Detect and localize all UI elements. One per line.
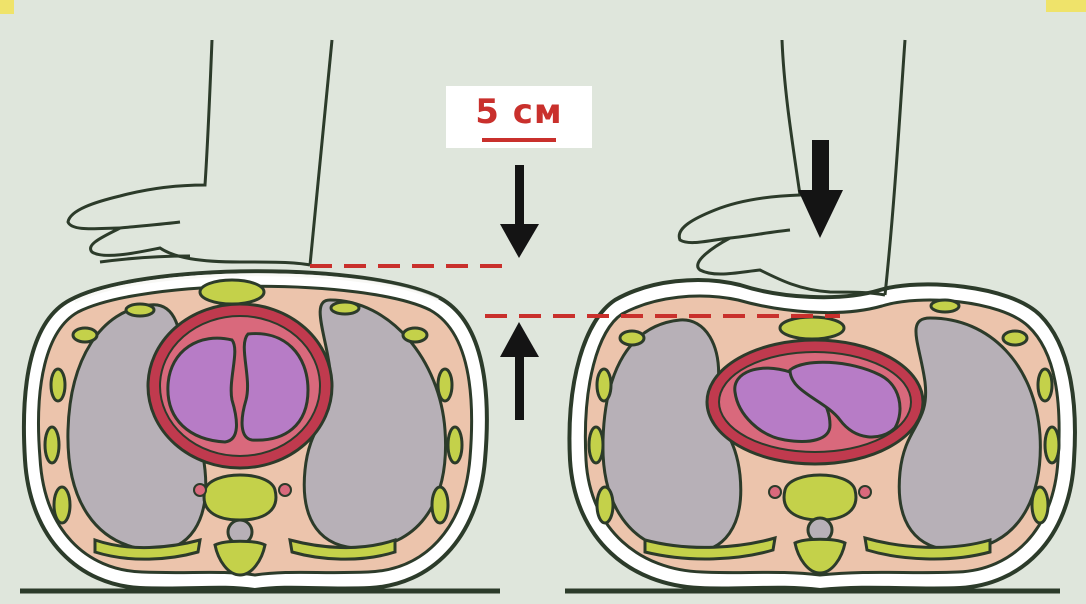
arrow-up-icon [500,322,539,420]
distance-label-underline [482,138,556,142]
chest-at-rest-panel [20,40,500,591]
sternum [200,280,264,304]
arrow-down-icon [500,165,539,258]
hand-icon [679,40,905,295]
distance-label: 5 см [446,92,592,132]
sternum [780,317,844,339]
distance-label-box: 5 см [446,86,592,148]
hand-icon [68,40,332,265]
corner-mark [0,0,14,14]
vertebra [204,475,276,520]
vertebra [784,475,856,520]
corner-mark [1046,0,1086,12]
compression-arrow-icon [798,140,843,238]
